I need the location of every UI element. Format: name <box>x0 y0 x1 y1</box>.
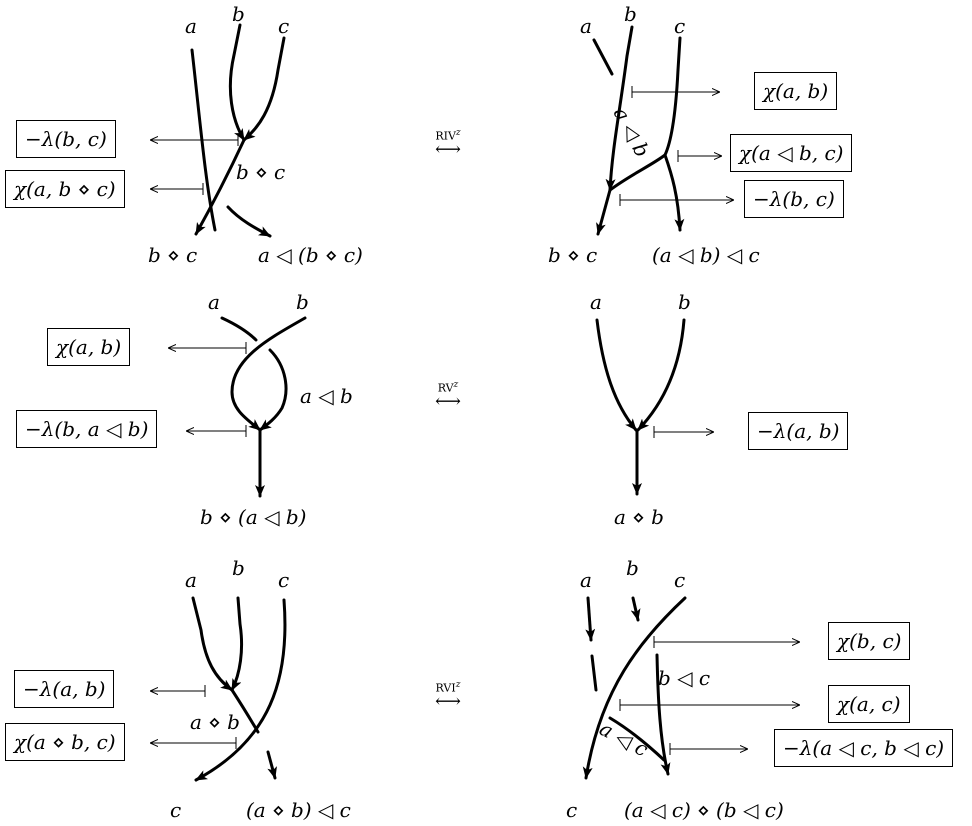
move-riv-name: RIV <box>435 129 456 143</box>
r1l-strand-bc <box>194 138 246 236</box>
r1r-strand-cross <box>608 153 667 192</box>
r1l-top-a: a <box>185 14 197 38</box>
r3r-box-chi-ac: χ(a, c) <box>828 685 910 723</box>
r3r-box-lambda: −λ(a ◁ c, b ◁ c) <box>774 729 954 767</box>
r3l-strand-a <box>191 596 234 692</box>
move-rv-sup: z <box>453 380 459 390</box>
r3-right-strands <box>582 596 687 780</box>
r2l-top-a: a <box>208 290 220 314</box>
r3r-strand-c <box>582 596 687 780</box>
move-rvi: RVIz ⟷ <box>418 680 478 712</box>
r3l-box-chi: χ(a ⋄ b, c) <box>5 723 125 761</box>
move-riv-sup: z <box>455 128 461 138</box>
r1l-bottom-1: b ⋄ c <box>148 243 198 267</box>
r1-left-strands <box>190 23 286 238</box>
r3l-mid: a ⋄ b <box>190 710 240 734</box>
r2l-box-lambda: −λ(b, a ◁ b) <box>16 410 158 448</box>
r1r-box-chi-abc: χ(a ◁ b, c) <box>730 134 853 172</box>
r1l-strand-a-out <box>226 205 272 238</box>
r1l-top-c: c <box>278 14 290 38</box>
r1r-box-lambda: −λ(b, c) <box>744 180 844 218</box>
r1r-top-a: a <box>580 14 592 38</box>
r1l-strand-b <box>228 23 246 142</box>
r3l-bottom-1: c <box>170 798 182 822</box>
r3l-top-b: b <box>232 556 245 580</box>
r2r-top-b: b <box>678 290 691 314</box>
r2l-strand-a-stub <box>220 316 258 342</box>
r3r-mid-bc: b ◁ c <box>658 666 711 690</box>
r1r-strand-c <box>663 36 685 232</box>
r1r-top-c: c <box>674 14 686 38</box>
r3r-top-a: a <box>580 568 592 592</box>
r1r-top-b: b <box>624 2 637 26</box>
move-riv: RIVz ⟷ <box>418 128 478 160</box>
r2r-box-lambda: −λ(a, b) <box>748 412 849 450</box>
r3l-box-lambda: −λ(a, b) <box>14 670 115 708</box>
r2l-strand-a <box>258 348 288 432</box>
r3-left-strands <box>191 596 287 782</box>
r3l-strand-c <box>194 598 287 782</box>
r3r-bottom-2: (a ◁ c) ⋄ (b ◁ c) <box>624 798 784 822</box>
r1l-box-chi: χ(a, b ⋄ c) <box>5 170 125 208</box>
r2l-top-b: b <box>296 290 309 314</box>
r1l-box-lambda: −λ(b, c) <box>16 120 116 158</box>
move-rvi-sup: z <box>455 680 461 690</box>
r1l-top-b: b <box>232 2 245 26</box>
r3r-top-c: c <box>674 568 686 592</box>
r3r-strand-a-cross <box>608 716 666 762</box>
r1l-strand-a <box>190 48 217 232</box>
r1r-strand-bc-out <box>596 188 612 236</box>
r2-left-strands <box>220 316 307 498</box>
r3l-strand-ab-out <box>266 750 277 780</box>
r3l-top-a: a <box>185 568 197 592</box>
r3r-top-b: b <box>626 556 639 580</box>
r2r-top-a: a <box>590 290 602 314</box>
r3r-strand-b-low <box>655 653 671 776</box>
r2l-mid: a ◁ b <box>300 384 353 408</box>
r1l-mid: b ⋄ c <box>236 160 286 184</box>
r3r-strand-b-top <box>630 596 641 622</box>
r3r-box-chi-bc: χ(b, c) <box>828 622 911 660</box>
r3l-strand-ab <box>230 688 260 734</box>
r1r-bottom-1: b ⋄ c <box>548 243 598 267</box>
r3l-top-c: c <box>278 568 290 592</box>
r2-right-strands <box>595 318 686 496</box>
r2l-box-chi: χ(a, b) <box>47 328 131 366</box>
r3l-strand-b <box>230 596 244 692</box>
move-rv-arrow-icon: ⟷ <box>435 390 461 412</box>
move-rvi-name: RVI <box>435 681 456 695</box>
r2l-bottom: b ⋄ (a ◁ b) <box>200 505 307 529</box>
r1l-strand-c <box>242 36 286 142</box>
r3l-bottom-2: (a ⋄ b) ◁ c <box>246 798 351 822</box>
r1r-bottom-2: (a ◁ b) ◁ c <box>652 243 760 267</box>
r2r-strand-a <box>595 318 638 432</box>
r3r-strand-a-top <box>585 596 596 642</box>
r1r-box-chi-ab: χ(a, b) <box>754 72 838 110</box>
r2r-strand-b <box>636 318 686 432</box>
r3r-bottom-1: c <box>566 798 578 822</box>
r2l-strand-b <box>230 316 307 432</box>
move-riv-arrow-icon: ⟷ <box>435 138 461 160</box>
r1-right-strands <box>592 25 685 236</box>
r1r-strand-a-stub <box>592 38 614 76</box>
r2r-bottom: a ⋄ b <box>614 505 664 529</box>
r3r-strand-a-low <box>590 654 598 692</box>
r1r-strand-b <box>605 25 634 192</box>
move-rv-name: RV <box>437 381 454 395</box>
move-rvi-arrow-icon: ⟷ <box>435 690 461 712</box>
move-rv: RVz ⟷ <box>418 380 478 412</box>
r1l-bottom-2: a ◁ (b ⋄ c) <box>258 243 363 267</box>
